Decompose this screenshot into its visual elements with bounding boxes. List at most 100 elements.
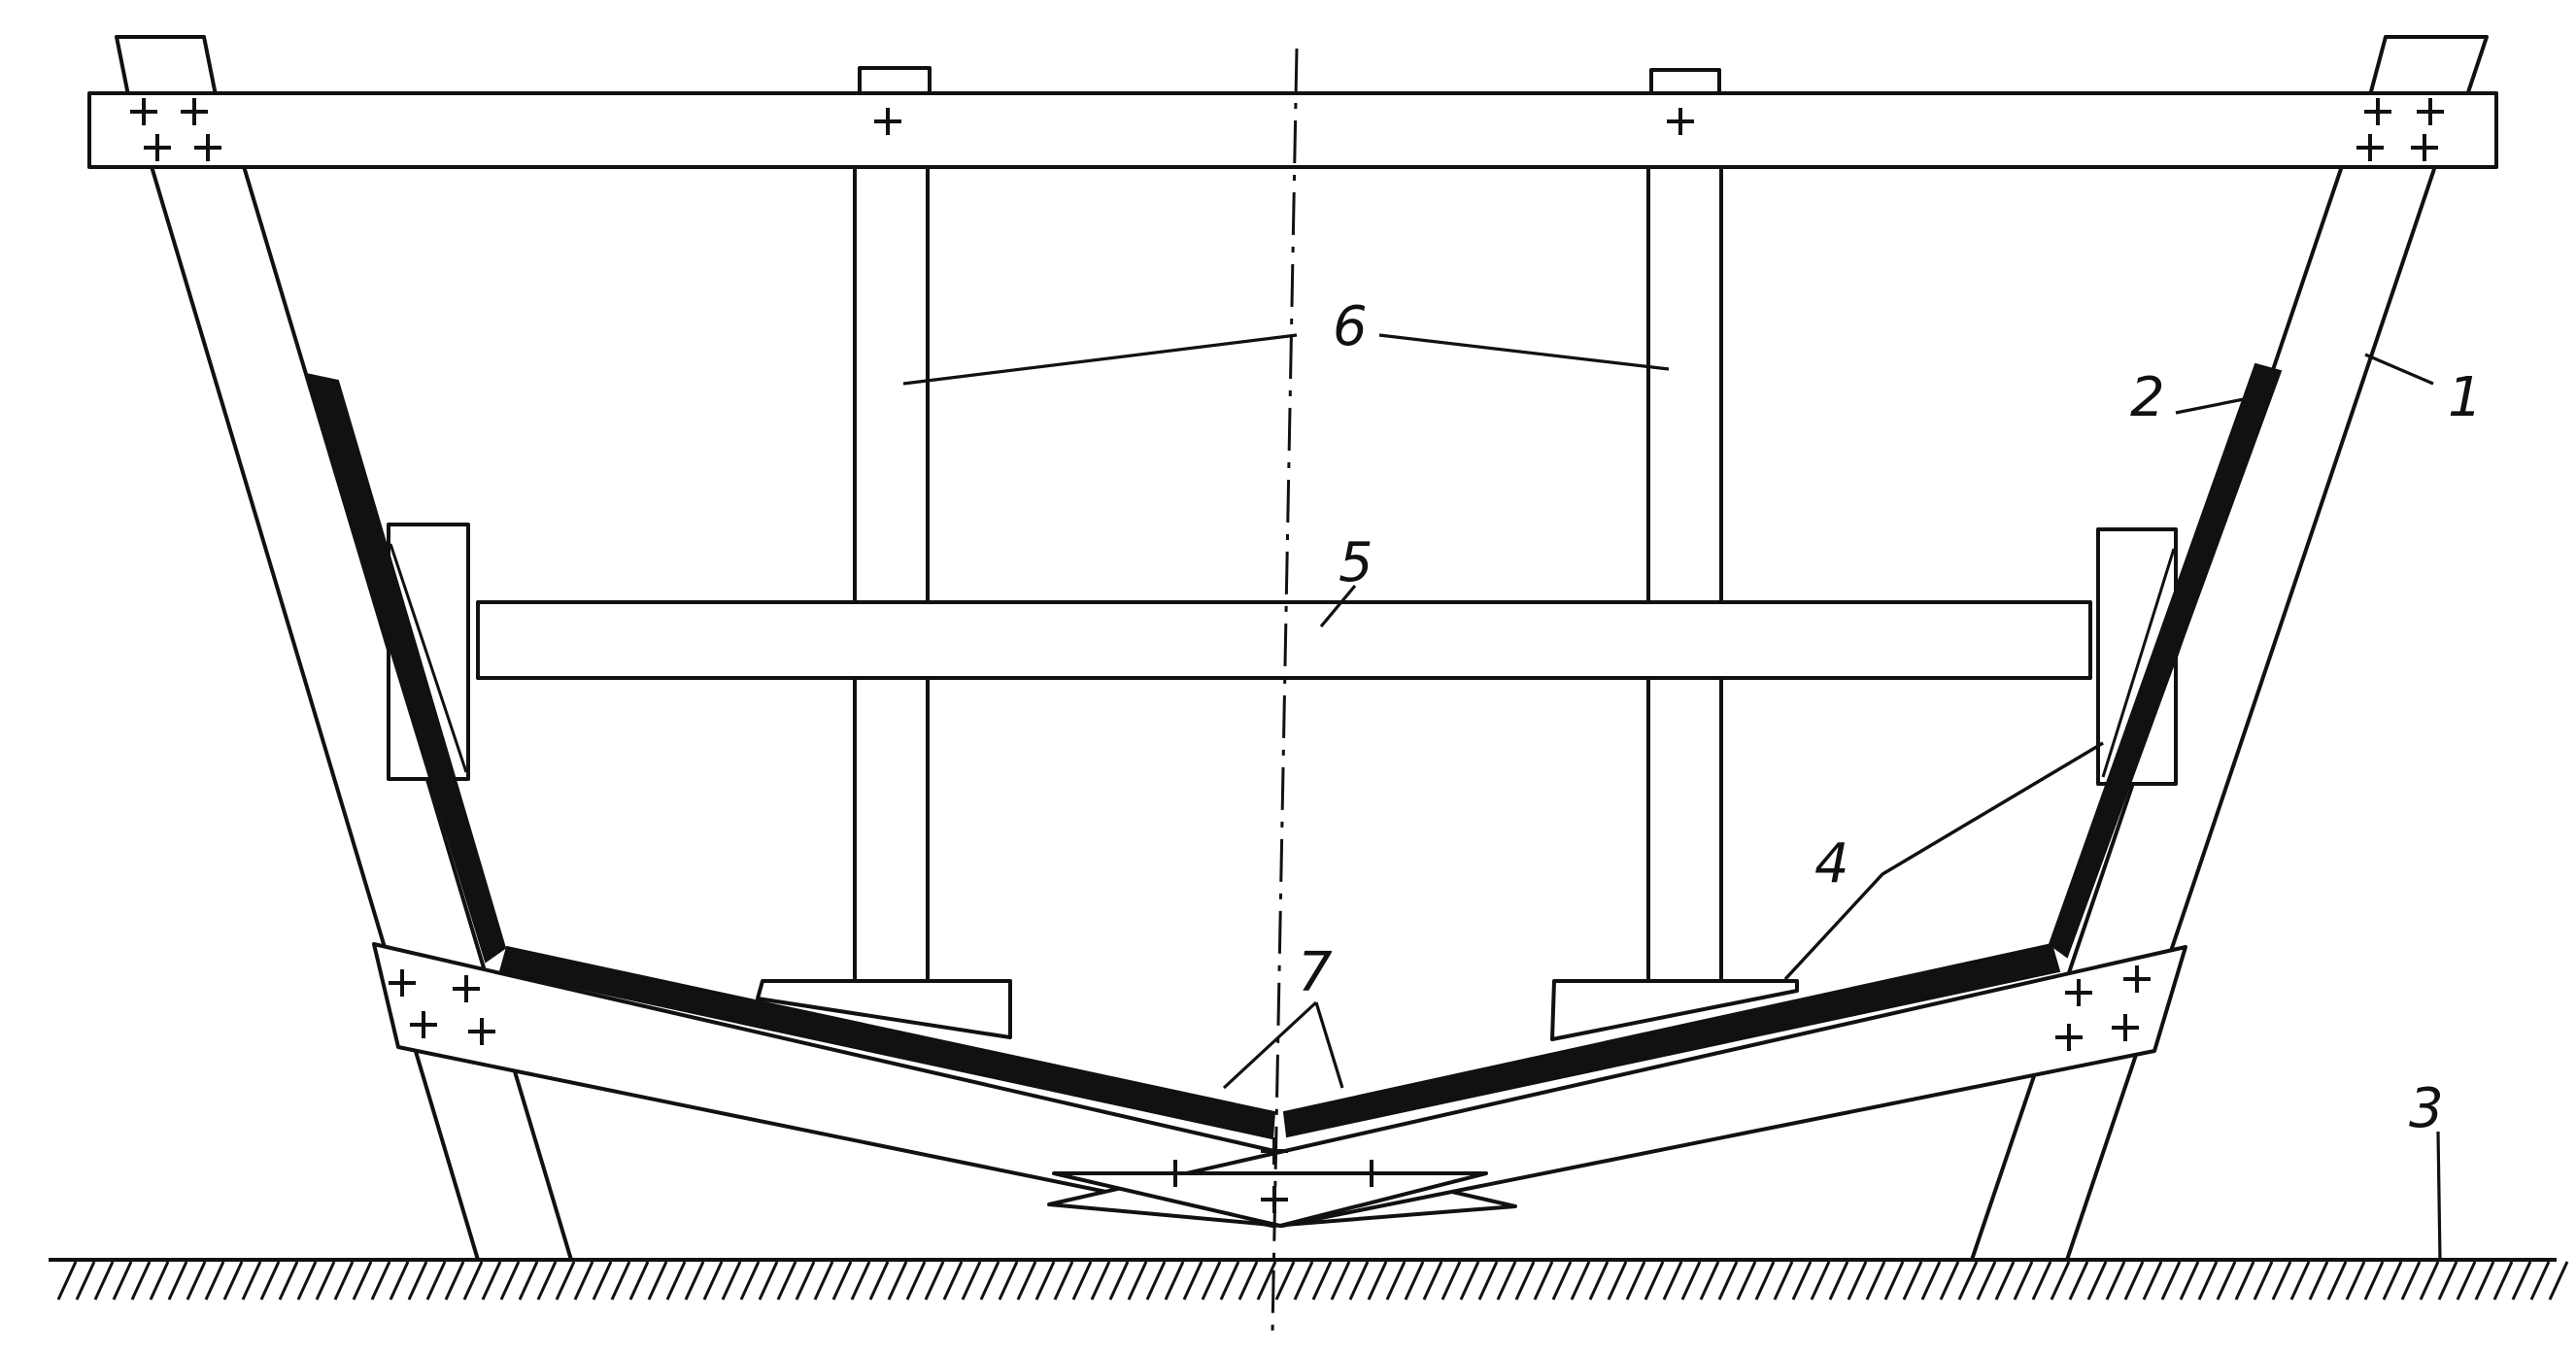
hatch-stroke — [186, 1261, 207, 1301]
hatch-stroke — [2086, 1261, 2108, 1301]
hatch-stroke — [1477, 1261, 1499, 1301]
label-7: 7 — [1298, 941, 1333, 1004]
hatch-stroke — [2123, 1261, 2145, 1301]
hatch-stroke — [1791, 1261, 1813, 1301]
bolt — [1358, 1160, 1385, 1187]
hatch-stroke — [1773, 1261, 1794, 1301]
hatch-stroke — [2363, 1261, 2385, 1301]
hatch-stroke — [2253, 1261, 2274, 1301]
hatch-stroke — [1367, 1261, 1388, 1301]
hatch-stroke — [2382, 1261, 2403, 1301]
hatch-stroke — [2013, 1261, 2034, 1301]
hatch-stroke — [905, 1261, 927, 1301]
label-5: 5 — [1339, 531, 1373, 594]
hatch-stroke — [2160, 1261, 2182, 1301]
hatch-stroke — [1053, 1261, 1074, 1301]
leader-7-left — [1222, 1000, 1318, 1090]
hatch-stroke — [1385, 1261, 1407, 1301]
hatch-stroke — [1496, 1261, 1517, 1301]
hatch-stroke — [2068, 1261, 2089, 1301]
hatch-stroke — [2345, 1261, 2366, 1301]
bolt — [1667, 108, 1694, 135]
hatch-stroke — [259, 1261, 281, 1301]
hatch-stroke — [1237, 1261, 1259, 1301]
hatch-stroke — [1256, 1261, 1277, 1301]
hatch-stroke — [1071, 1261, 1093, 1301]
right-leg-top — [2368, 35, 2489, 97]
hatch-stroke — [1607, 1261, 1628, 1301]
hatch-stroke — [831, 1261, 853, 1301]
leader-1 — [2364, 353, 2434, 386]
hatch-stroke — [1182, 1261, 1203, 1301]
hatch-stroke — [56, 1261, 78, 1301]
hatch-stroke — [684, 1261, 705, 1301]
hatch-stroke — [1293, 1261, 1314, 1301]
right-side-plank — [2048, 362, 2283, 959]
right-post — [1646, 163, 1723, 988]
hatch-stroke — [149, 1261, 170, 1301]
hatch-stroke — [93, 1261, 115, 1301]
right-chock — [1550, 979, 1799, 1041]
hatch-stroke — [1994, 1261, 2016, 1301]
left-leg-top — [115, 35, 218, 97]
hatch-stroke — [1957, 1261, 1979, 1301]
hatch-stroke — [573, 1261, 594, 1301]
hatch-stroke — [1034, 1261, 1056, 1301]
hatch-stroke — [702, 1261, 724, 1301]
hatch-stroke — [721, 1261, 742, 1301]
hatch-stroke — [1939, 1261, 1960, 1301]
bolt — [1261, 1186, 1288, 1213]
bolt — [181, 98, 208, 125]
hatch-stroke — [2197, 1261, 2219, 1301]
bolt — [453, 975, 480, 1002]
hatch-stroke — [2437, 1261, 2458, 1301]
hatch-stroke — [1588, 1261, 1610, 1301]
leader-lines — [902, 333, 2442, 1261]
left-post — [853, 163, 930, 988]
hatch-stroke — [813, 1261, 834, 1301]
hatch-stroke — [1644, 1261, 1665, 1301]
hatch-stroke — [610, 1261, 631, 1301]
bolt — [2356, 134, 2384, 161]
hatch-stroke — [2308, 1261, 2329, 1301]
ground — [49, 1258, 2569, 1301]
hatch-stroke — [296, 1261, 318, 1301]
hatch-stroke — [1404, 1261, 1425, 1301]
hatch-stroke — [1311, 1261, 1333, 1301]
bolt — [144, 134, 171, 161]
leader-5 — [1319, 584, 1357, 628]
left-chock — [756, 979, 1012, 1039]
bolts — [130, 98, 2444, 1213]
hatch-stroke — [1902, 1261, 1923, 1301]
hatch-stroke — [1459, 1261, 1480, 1301]
hatch-stroke — [1164, 1261, 1185, 1301]
bolt — [2411, 134, 2438, 161]
bolt — [2112, 1014, 2139, 1041]
hatch-stroke — [1127, 1261, 1148, 1301]
right-frame-leg — [1970, 161, 2438, 1262]
bolt — [2417, 98, 2444, 125]
hatch-stroke — [222, 1261, 244, 1301]
hatch-stroke — [1090, 1261, 1111, 1301]
hatch-stroke — [2216, 1261, 2237, 1301]
hatch-stroke — [1736, 1261, 1757, 1301]
hatch-stroke — [1699, 1261, 1720, 1301]
hatch-stroke — [112, 1261, 133, 1301]
hatch-stroke — [795, 1261, 816, 1301]
bolt — [2065, 979, 2092, 1006]
hatch-stroke — [1920, 1261, 1942, 1301]
hatch-stroke — [1847, 1261, 1868, 1301]
hatch-stroke — [2179, 1261, 2200, 1301]
hatch-stroke — [868, 1261, 890, 1301]
left-frame-leg — [149, 161, 573, 1262]
hatch-stroke — [2492, 1261, 2514, 1301]
hatch-stroke — [1717, 1261, 1739, 1301]
hatch-stroke — [2234, 1261, 2255, 1301]
leader-6-right — [1378, 333, 1670, 371]
hatch-stroke — [2050, 1261, 2071, 1301]
top-cross-beam — [87, 91, 2498, 169]
hatch-stroke — [2548, 1261, 2569, 1301]
hatch-stroke — [1680, 1261, 1702, 1301]
hatch-stroke — [1976, 1261, 1997, 1301]
label-2: 2 — [2130, 366, 2165, 429]
